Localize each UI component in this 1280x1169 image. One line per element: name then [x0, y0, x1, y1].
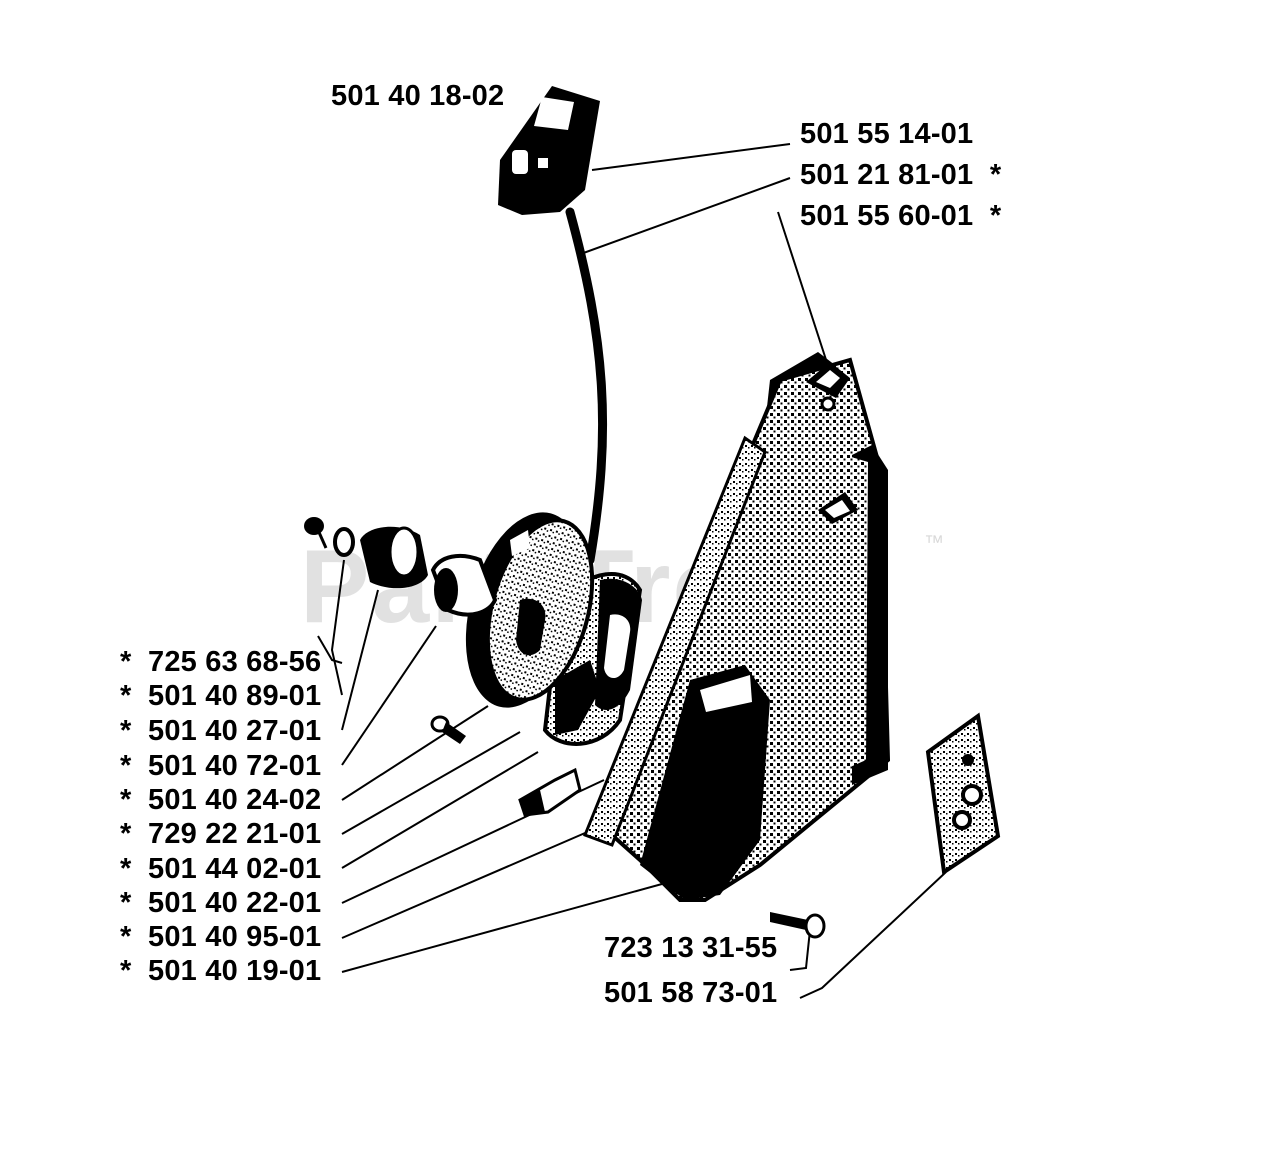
- part-number-label: * 501 40 89-01: [120, 680, 322, 712]
- part-number-label: * 501 40 95-01: [120, 921, 322, 953]
- part-number-label: * 501 40 19-01: [120, 955, 322, 987]
- housing-screw: [770, 912, 826, 939]
- part-number-label: 723 13 31-55: [604, 932, 778, 964]
- part-number-label: * 501 40 72-01: [120, 750, 322, 782]
- starter-housing: [583, 352, 891, 902]
- part-number-label: * 501 40 27-01: [120, 715, 322, 747]
- rope-pulley: [465, 512, 595, 708]
- leader-lines: [317, 143, 947, 999]
- part-number-label: 501 55 14-01: [800, 118, 974, 150]
- starter-rope: [565, 207, 608, 565]
- starter-handle: [498, 86, 600, 215]
- part-number-label: 501 55 60-01 *: [800, 200, 1002, 232]
- part-number-label: * 729 22 21-01: [120, 818, 322, 850]
- trademark-symbol: ™: [924, 532, 944, 554]
- center-screw: [304, 517, 328, 549]
- part-number-label: 501 21 81-01 *: [800, 159, 1002, 191]
- spacer-sleeve: [360, 526, 428, 589]
- housing-clip: [806, 362, 850, 412]
- part-number-label: * 501 44 02-01: [120, 853, 322, 885]
- part-number-label: * 501 40 22-01: [120, 887, 322, 919]
- part-number-label: * 725 63 68-56: [120, 646, 322, 678]
- decal-plate: [925, 712, 1001, 876]
- part-number-label: 501 58 73-01: [604, 977, 778, 1009]
- pawl-parts: [518, 660, 600, 817]
- center-bushing: [430, 553, 498, 617]
- pawl-screw: [430, 715, 466, 744]
- washer: [333, 527, 355, 557]
- part-number-label: 501 40 18-02: [331, 80, 505, 112]
- part-number-label: * 501 40 24-02: [120, 784, 322, 816]
